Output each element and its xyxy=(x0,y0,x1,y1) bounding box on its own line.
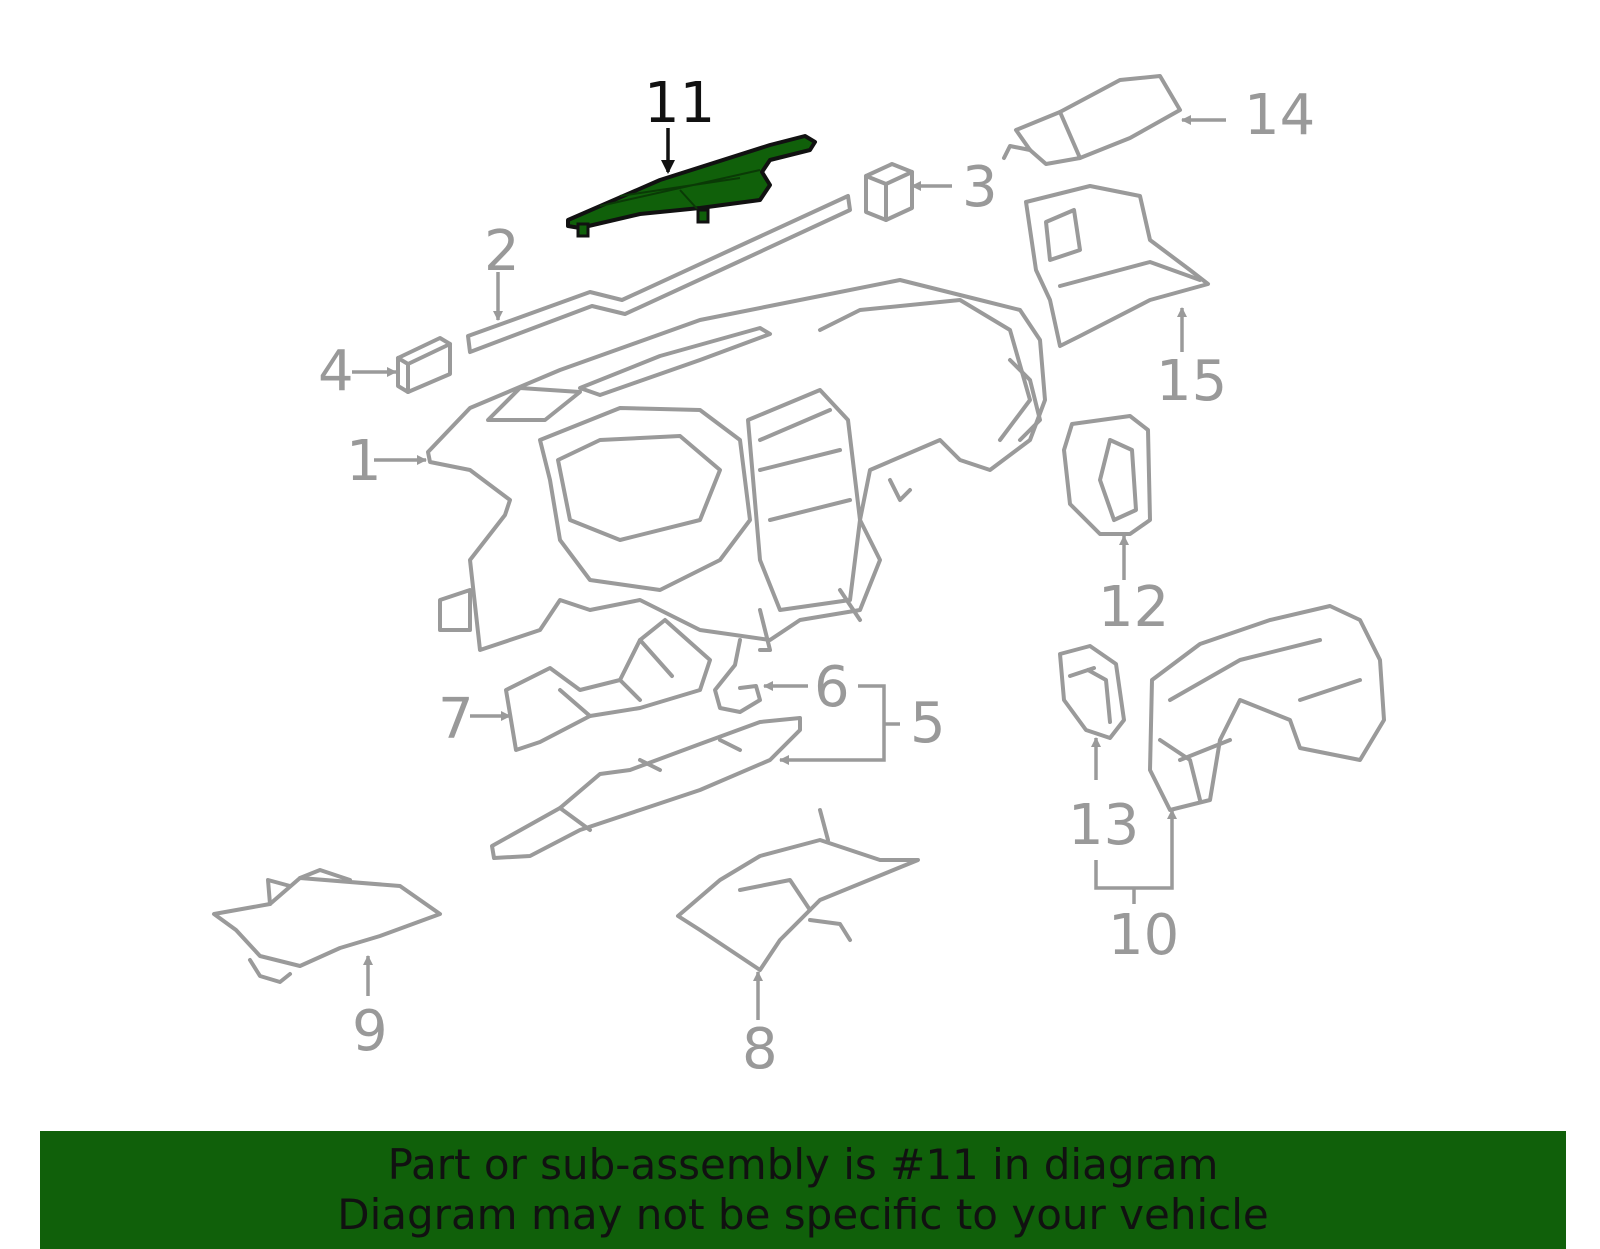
leaders xyxy=(352,115,1226,1020)
callout-1: 1 xyxy=(346,429,382,494)
part-3-clip[interactable] xyxy=(864,162,914,222)
callout-14: 14 xyxy=(1244,83,1315,148)
callout-4: 4 xyxy=(318,339,354,404)
callout-9: 9 xyxy=(352,999,388,1064)
part-12-vent[interactable] xyxy=(1062,414,1152,536)
callout-3: 3 xyxy=(962,155,998,220)
callout-8: 8 xyxy=(742,1017,778,1082)
callout-10: 10 xyxy=(1108,903,1179,968)
part-5-lower-panel[interactable] xyxy=(490,716,802,860)
callout-13: 13 xyxy=(1068,793,1139,858)
part-9-assembly[interactable] xyxy=(212,868,442,984)
part-14-duct[interactable] xyxy=(1002,74,1182,166)
callout-5: 5 xyxy=(910,691,946,756)
parts-diagram: 11 2 3 4 1 14 15 12 6 5 7 13 10 9 8 xyxy=(212,71,1386,1082)
part-15-bracket[interactable] xyxy=(1024,184,1210,348)
callout-6: 6 xyxy=(814,655,850,720)
part-10-cover[interactable] xyxy=(1148,604,1386,812)
info-banner: Part or sub-assembly is #11 in diagram D… xyxy=(40,1131,1566,1249)
part-11-highlighted[interactable] xyxy=(566,134,817,238)
callout-11: 11 xyxy=(644,71,715,136)
part-6-harness[interactable] xyxy=(713,638,762,714)
callout-15: 15 xyxy=(1156,349,1227,414)
part-4-clip[interactable] xyxy=(396,336,452,394)
callout-2: 2 xyxy=(484,219,520,284)
callout-labels: 11 2 3 4 1 14 15 12 6 5 7 13 10 9 8 xyxy=(318,71,1315,1082)
part-8-glovebox[interactable] xyxy=(676,808,920,972)
part-7-bolster[interactable] xyxy=(504,618,712,752)
part-1-instrument-panel[interactable] xyxy=(426,278,1047,652)
part-2-strip[interactable] xyxy=(466,194,852,354)
banner-line-1: Part or sub-assembly is #11 in diagram xyxy=(387,1140,1219,1189)
banner-line-2: Diagram may not be specific to your vehi… xyxy=(337,1190,1269,1239)
part-13-vent[interactable] xyxy=(1058,644,1126,740)
callout-12: 12 xyxy=(1098,575,1169,640)
callout-7: 7 xyxy=(438,687,474,752)
